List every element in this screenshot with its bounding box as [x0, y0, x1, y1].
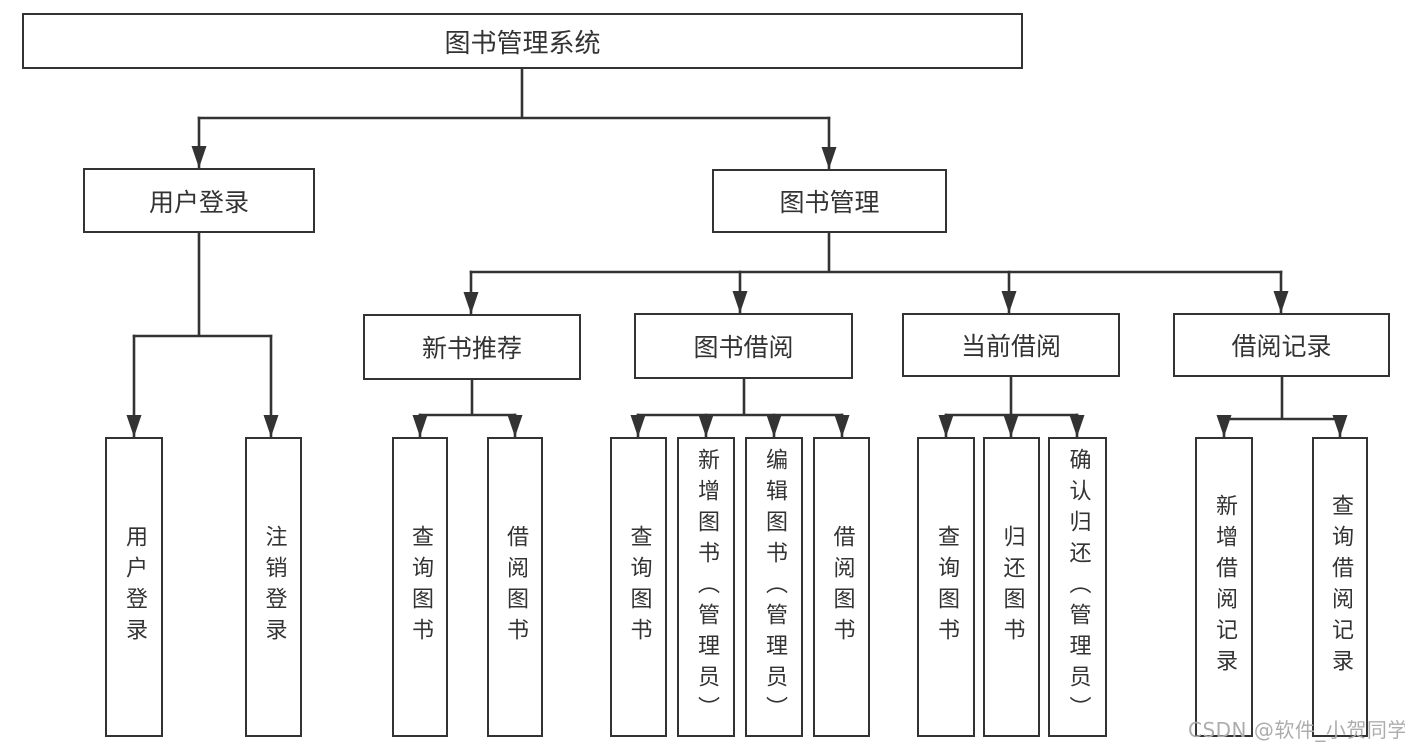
leaf-add-book-admin: 新增图书（管理员）: [677, 437, 735, 737]
leaf-user-login: 用户登录: [105, 437, 163, 737]
node-new-book-recommend: 新书推荐: [363, 314, 581, 380]
leaf-current-query-book: 查询图书: [917, 437, 975, 737]
node-user-login: 用户登录: [83, 168, 315, 233]
watermark: CSDN @软件_小贺同学: [1188, 718, 1405, 742]
node-borrow-records: 借阅记录: [1173, 313, 1390, 377]
leaf-rec-query-book: 查询图书: [392, 437, 448, 737]
leaf-rec-borrow-book: 借阅图书: [487, 437, 543, 737]
leaf-borrow-query-book: 查询图书: [610, 437, 667, 737]
node-root-system: 图书管理系统: [22, 13, 1023, 69]
leaf-edit-book-admin: 编辑图书（管理员）: [745, 437, 803, 737]
leaf-return-book: 归还图书: [983, 437, 1040, 737]
node-current-borrow: 当前借阅: [902, 313, 1120, 377]
node-book-borrow: 图书借阅: [634, 313, 853, 379]
leaf-add-borrow-record: 新增借阅记录: [1195, 437, 1253, 737]
leaf-logout: 注销登录: [245, 437, 302, 737]
leaf-query-borrow-record: 查询借阅记录: [1312, 437, 1368, 737]
leaf-confirm-return-admin: 确认归还（管理员）: [1048, 437, 1107, 737]
node-book-management: 图书管理: [712, 169, 947, 233]
leaf-borrow-book: 借阅图书: [813, 437, 870, 737]
